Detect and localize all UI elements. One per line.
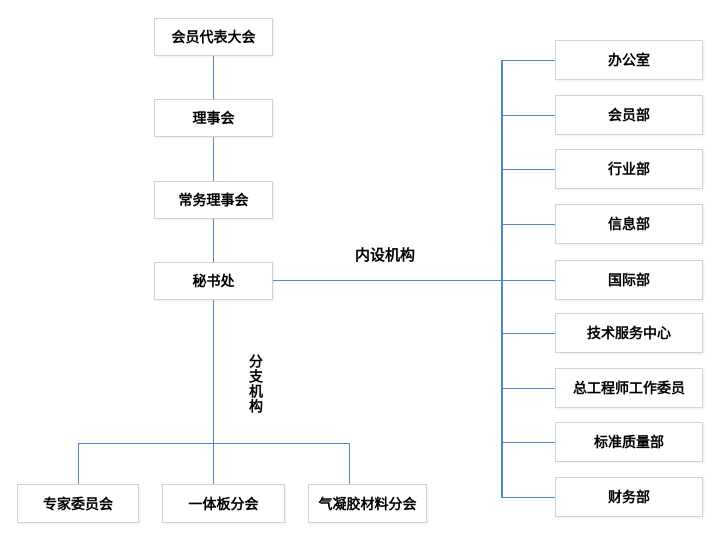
internal-orgs-label: 内设机构 <box>354 247 415 264</box>
connector-line <box>212 300 214 484</box>
connector-line <box>273 279 555 281</box>
node-integrated-panel-branch: 一体板分会 <box>162 484 285 523</box>
connector-line <box>501 441 555 443</box>
connector-line <box>501 223 555 225</box>
branch-orgs-label: 分支机构 <box>248 354 264 414</box>
node-standards-quality-dept: 标准质量部 <box>555 422 703 462</box>
connector-line <box>348 443 350 484</box>
node-council: 理事会 <box>154 99 273 137</box>
connector-line <box>212 56 214 99</box>
connector-line <box>501 387 555 389</box>
node-tech-service-center: 技术服务中心 <box>555 313 703 353</box>
node-aerogel-material-branch: 气凝胶材料分会 <box>308 484 427 523</box>
node-industry-dept: 行业部 <box>555 149 703 189</box>
connector-line <box>78 442 349 444</box>
node-expert-committee: 专家委员会 <box>17 484 139 523</box>
node-office: 办公室 <box>555 40 703 80</box>
node-secretariat: 秘书处 <box>154 262 273 300</box>
connector-line <box>212 137 214 181</box>
connector-line <box>212 219 214 262</box>
connector-line <box>501 114 555 116</box>
connector-line <box>501 60 503 497</box>
node-chief-engineer-committee: 总工程师工作委员 <box>555 368 703 408</box>
node-information-dept: 信息部 <box>555 204 703 244</box>
connector-line <box>501 496 555 498</box>
node-membership-dept: 会员部 <box>555 95 703 135</box>
connector-line <box>501 332 555 334</box>
node-member-assembly: 会员代表大会 <box>154 18 273 56</box>
node-international-dept: 国际部 <box>555 260 703 300</box>
node-finance-dept: 财务部 <box>555 477 703 517</box>
connector-line <box>501 59 555 61</box>
connector-line <box>501 168 555 170</box>
connector-line <box>77 443 79 484</box>
node-standing-council: 常务理事会 <box>154 181 273 219</box>
